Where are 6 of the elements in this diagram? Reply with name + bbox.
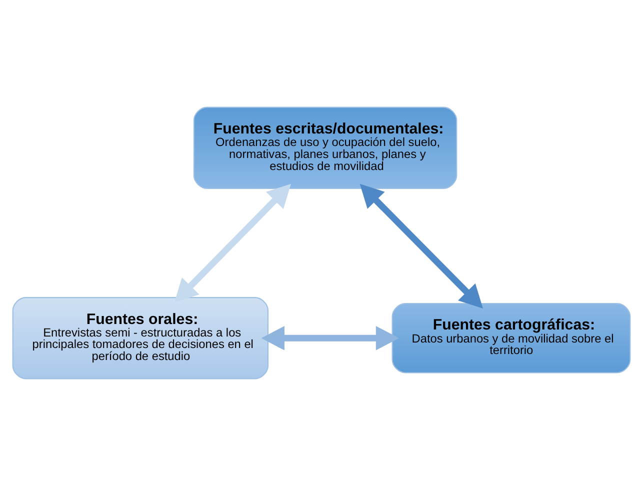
node-box: Fuentes orales: Entrevistas semi - estructuradas a los principales tomadores de decisiones en el período de estudio: [12, 296, 269, 379]
arrow: [261, 325, 400, 350]
node-box: Fuentes escritas/documentales: Ordenanzas de uso y ocupación del suelo, normativas, planes urbanos, planes y estudios de movilidad: [193, 106, 458, 188]
arrow: [360, 183, 483, 308]
node-box: Fuentes cartográficas: Datos urbanos y de movilidad sobre el territorio: [392, 302, 631, 373]
arrow: [174, 183, 291, 302]
